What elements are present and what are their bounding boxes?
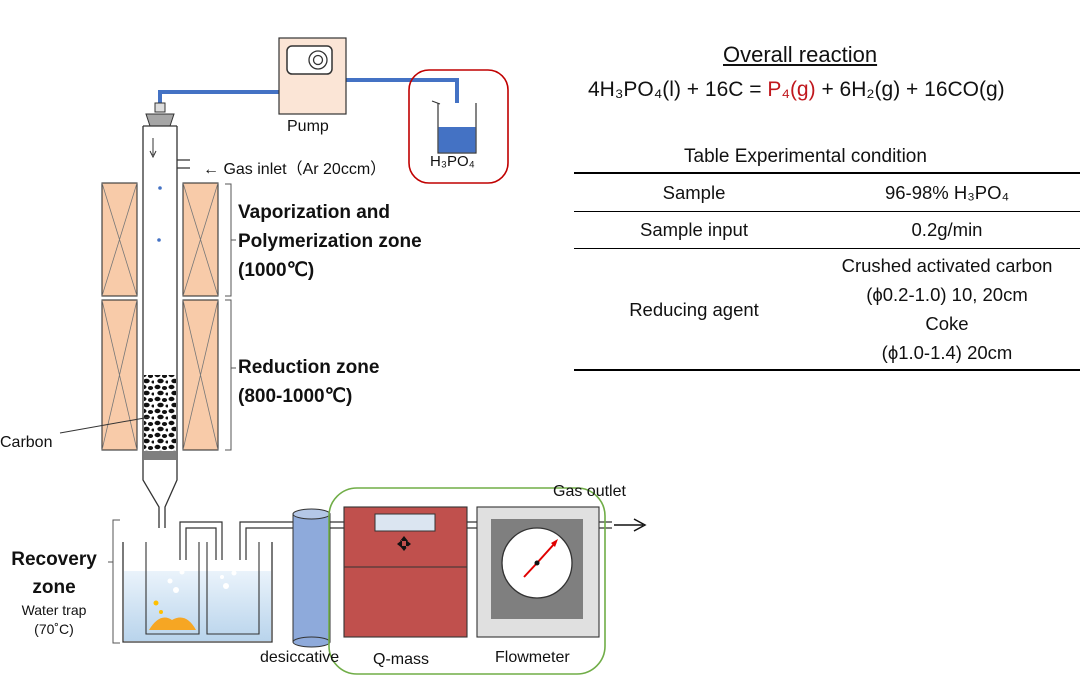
table-cell-label: Sample	[574, 172, 814, 212]
reaction-rhs: + 6H₂(g) + 16CO(g)	[815, 78, 1005, 101]
table-cell-label: Sample input	[574, 211, 814, 249]
reactor-tube	[142, 125, 190, 528]
zone-line: Polymerization zone	[238, 231, 422, 252]
heaters	[101, 182, 219, 451]
table-cell-value: Crushed activated carbon (ϕ0.2-1.0) 10, …	[814, 248, 1080, 371]
flowmeter-label: Flowmeter	[495, 649, 570, 666]
water-trap-label: Water trap (70˚C)	[14, 601, 94, 639]
reaction-equation: 4H₃PO₄(l) + 16C = P₄(g) + 6H₂(g) + 16CO(…	[588, 78, 1005, 102]
zone-line: Reduction zone	[238, 357, 380, 378]
gas-outlet-arrow	[614, 518, 647, 532]
reaction-lhs: 4H₃PO₄(l) + 16C =	[588, 78, 768, 101]
reduction-zone-label: Reduction zone (800-1000℃)	[238, 353, 379, 411]
trap-line: (70˚C)	[34, 621, 74, 637]
qmass-label: Q-mass	[373, 651, 429, 668]
zone-line: (800-1000℃)	[238, 386, 353, 407]
connection-tubes	[179, 521, 612, 560]
zone-line: zone	[32, 577, 76, 598]
zone-line: Vaporization and	[238, 202, 391, 223]
vaporization-zone-label: Vaporization and Polymerization zone (10…	[238, 198, 422, 285]
gas-inlet-label: ← Gas inlet（Ar 20ccm）	[203, 161, 387, 178]
gas-outlet-label: Gas outlet	[553, 483, 626, 500]
carbon-leader	[59, 416, 151, 434]
value-line: Coke	[925, 313, 969, 334]
table-cell-value: 96-98% H₃PO₄	[814, 172, 1080, 212]
qmass-unit	[343, 506, 468, 638]
table-row: Sample input 0.2g/min	[574, 211, 1080, 249]
table-row: Reducing agent Crushed activated carbon …	[574, 248, 1080, 371]
acid-label: H₃PO₄	[430, 153, 475, 170]
table-cell-label: Reducing agent	[574, 248, 814, 371]
analyzer-frame	[328, 487, 606, 675]
reaction-title: Overall reaction	[723, 42, 878, 67]
zone-line: (1000℃)	[238, 260, 315, 281]
value-line: Crushed activated carbon	[841, 255, 1053, 276]
trap-line: Water trap	[21, 602, 87, 618]
desiccant-column	[292, 508, 331, 648]
acid-reservoir	[408, 69, 509, 184]
value-line: (ϕ0.2-1.0) 10, 20cm	[866, 284, 1028, 305]
water-trap	[122, 542, 273, 643]
reaction-product-p4: P₄(g)	[767, 78, 816, 101]
table-cell-value: 0.2g/min	[814, 211, 1080, 249]
conditions-table: Sample 96-98% H₃PO₄ Sample input 0.2g/mi…	[574, 172, 1080, 371]
recovery-zone-label: Recovery zone	[8, 546, 100, 602]
table-row: Sample 96-98% H₃PO₄	[574, 172, 1080, 212]
pump	[278, 37, 347, 115]
zone-brackets	[108, 183, 236, 644]
value-line: (ϕ1.0-1.4) 20cm	[881, 342, 1013, 363]
table-title: Table Experimental condition	[684, 146, 927, 167]
pump-label: Pump	[287, 118, 329, 135]
desiccative-label: desiccative	[260, 649, 340, 666]
tube-top-fitting	[145, 102, 175, 159]
carbon-bed	[144, 375, 176, 460]
carbon-label: Carbon	[0, 434, 53, 451]
zone-line: Recovery	[11, 549, 97, 570]
flowmeter-unit	[476, 506, 600, 638]
